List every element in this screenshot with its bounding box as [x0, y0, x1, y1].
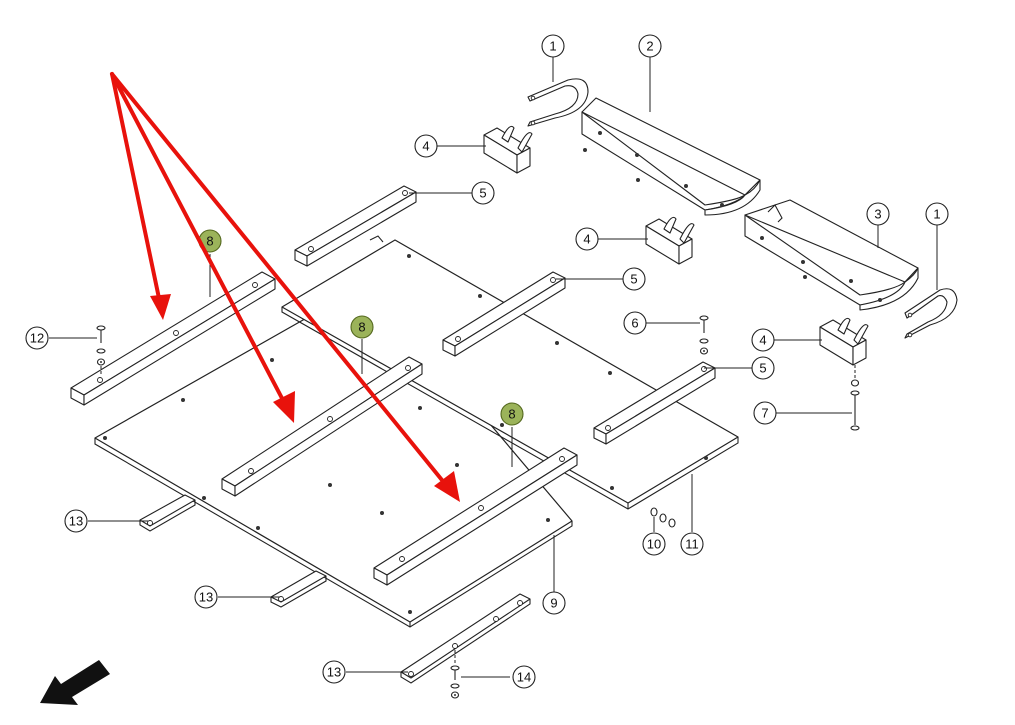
direction-arrow-icon [40, 660, 110, 705]
leader-lines [49, 46, 938, 678]
bolt-7 [850, 365, 860, 431]
svg-text:4: 4 [422, 139, 429, 154]
callout-2: 2 [638, 34, 662, 58]
callout-13-a: 13 [64, 509, 88, 533]
callout-13-b: 13 [194, 585, 218, 609]
clamp-1-right [904, 288, 958, 339]
svg-text:3: 3 [874, 207, 881, 222]
svg-text:11: 11 [685, 537, 699, 552]
bracket-4-top [483, 125, 533, 174]
clamp-1-top [527, 78, 589, 127]
callout-13-c: 13 [322, 660, 346, 684]
svg-text:5: 5 [630, 272, 637, 287]
svg-text:5: 5 [759, 361, 766, 376]
svg-text:1: 1 [933, 207, 940, 222]
svg-text:10: 10 [647, 537, 661, 552]
callout-12: 12 [25, 326, 49, 350]
callout-5-right: 5 [751, 356, 775, 380]
callout-5-middle: 5 [622, 267, 646, 291]
bolt-14 [450, 650, 460, 699]
svg-text:8: 8 [358, 320, 365, 335]
bracket-4-right [819, 317, 869, 366]
callout-9: 9 [542, 591, 566, 615]
callout-1-top: 1 [541, 34, 565, 58]
bar-5-right [593, 361, 716, 445]
svg-text:4: 4 [759, 333, 766, 348]
callout-7: 7 [753, 401, 777, 425]
callout-11: 11 [680, 532, 704, 556]
svg-text:8: 8 [508, 407, 515, 422]
base-plate-right [281, 235, 739, 510]
svg-text:6: 6 [631, 316, 638, 331]
svg-text:13: 13 [69, 514, 83, 529]
bolt-12 [96, 325, 106, 376]
bolt-10 [650, 507, 676, 528]
annotation-arrow-to-right-bar [110, 72, 460, 502]
callout-6: 6 [623, 311, 647, 335]
bar-8-right [373, 447, 578, 586]
runner-strip-3 [400, 593, 531, 684]
callout-8-middle: 8 [350, 315, 374, 339]
svg-text:9: 9 [550, 596, 557, 611]
callout-1-right: 1 [925, 202, 949, 226]
svg-text:13: 13 [327, 665, 341, 680]
housing-2 [581, 97, 761, 216]
svg-text:4: 4 [583, 232, 590, 247]
bar-5-top [294, 185, 417, 267]
annotation-arrow-to-middle-bar [110, 72, 295, 423]
callout-4-right: 4 [751, 328, 775, 352]
callout-14: 14 [512, 665, 536, 689]
bolt-6 [699, 315, 709, 355]
bar-8-left [70, 271, 276, 406]
callout-8-right: 8 [500, 402, 524, 426]
bracket-4-middle [645, 216, 695, 265]
svg-text:12: 12 [30, 331, 44, 346]
callout-3: 3 [866, 202, 890, 226]
callout-4-top: 4 [414, 134, 438, 158]
svg-text:5: 5 [479, 186, 486, 201]
callout-10: 10 [642, 532, 666, 556]
housing-3 [744, 199, 919, 311]
svg-text:13: 13 [199, 590, 213, 605]
svg-text:2: 2 [646, 39, 653, 54]
svg-text:14: 14 [517, 670, 531, 685]
runner-strip-2 [270, 570, 327, 608]
svg-text:1: 1 [549, 39, 556, 54]
callout-5-top: 5 [471, 181, 495, 205]
svg-text:8: 8 [206, 234, 213, 249]
callout-4-middle: 4 [575, 227, 599, 251]
svg-text:7: 7 [761, 406, 768, 421]
runner-strip-1 [139, 494, 196, 532]
bar-5-middle [442, 271, 566, 357]
annotation-arrow-to-left-bar [110, 72, 171, 320]
